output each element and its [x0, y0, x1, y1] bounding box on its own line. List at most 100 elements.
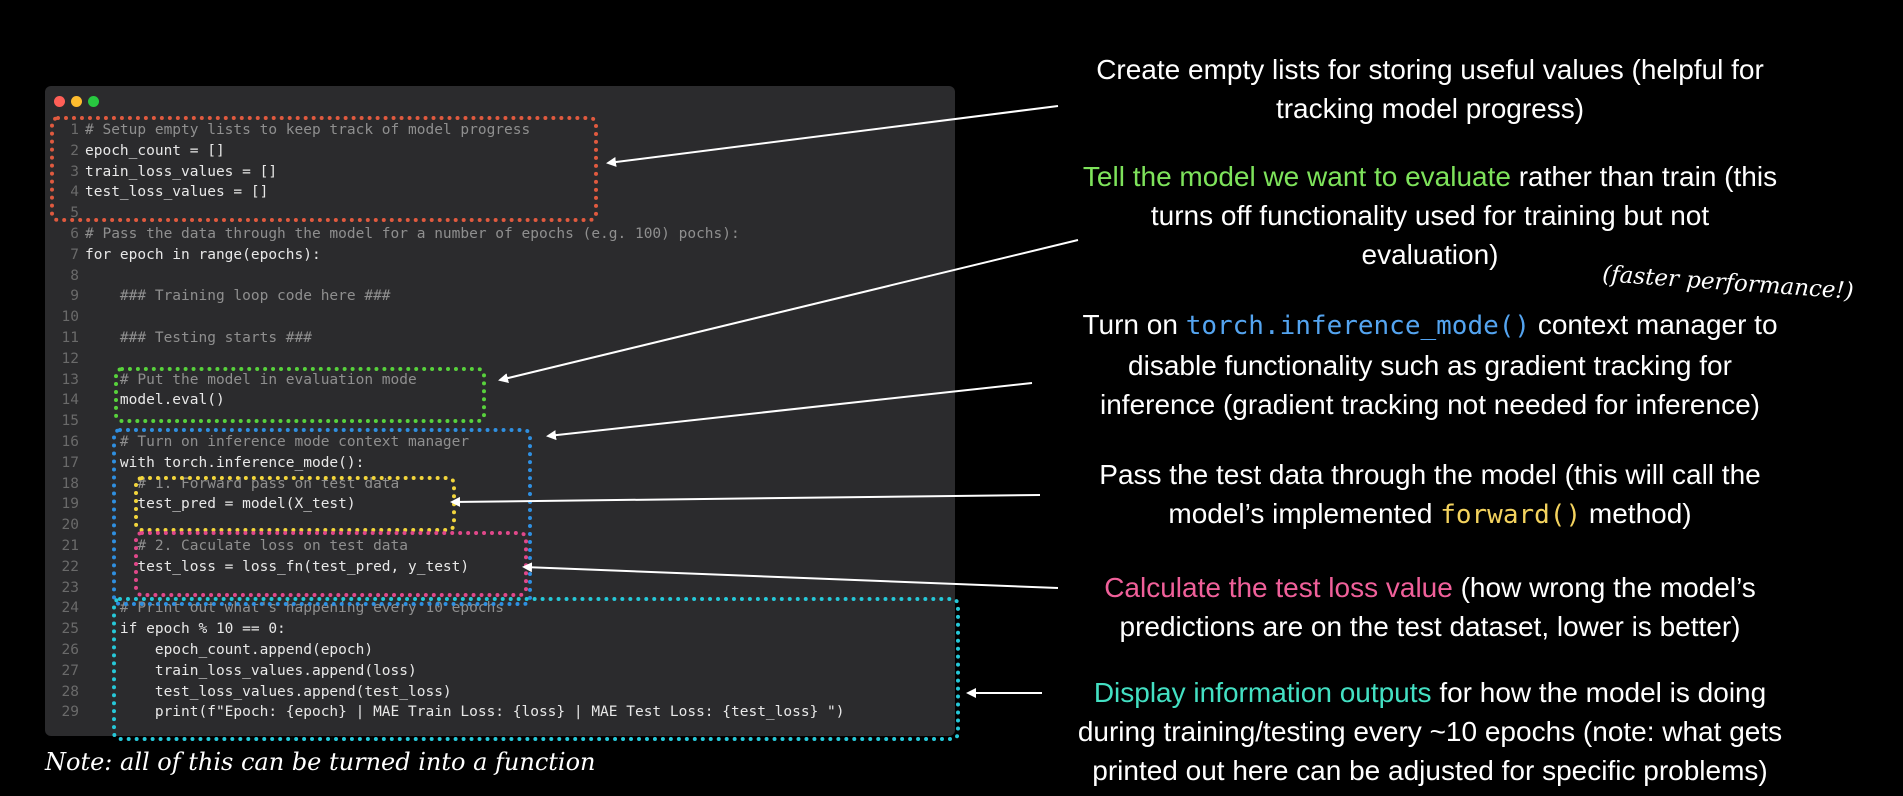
line-number: 12	[61, 350, 79, 367]
code-text: model.eval()	[85, 392, 225, 409]
code-text: # Put the model in evaluation mode	[85, 371, 417, 388]
code-line: 2 epoch_count = []	[45, 141, 225, 162]
annotation-test-loss: Calculate the test loss value (how wrong…	[1030, 568, 1830, 646]
code-text: # Pass the data through the model for a …	[85, 226, 740, 242]
code-line: 11 ### Testing starts ###	[45, 328, 312, 349]
annotation-line: model’s implemented forward() method)	[1030, 494, 1830, 535]
line-number: 1	[70, 122, 79, 138]
line-number: 9	[70, 288, 79, 305]
code-text: train_loss_values = []	[85, 163, 278, 180]
code-text: test_loss_values.append(test_loss)	[85, 683, 452, 700]
annotation-text: rather than train (this	[1510, 161, 1778, 192]
annotation-text: for how the model is doing	[1431, 677, 1767, 708]
highlight-text: Calculate the test loss value	[1104, 572, 1453, 603]
line-number: 2	[70, 142, 79, 159]
annotation-text: context manager to	[1530, 309, 1778, 340]
code-editor-window: 1 # Setup empty lists to keep track of mo…	[45, 86, 955, 736]
annotation-text: inference (gradient tracking not needed …	[1100, 389, 1760, 420]
annotation-display-outputs: Display information outputs for how the …	[1030, 673, 1830, 790]
line-number: 13	[61, 371, 79, 388]
annotation-text: turns off functionality used for trainin…	[1150, 200, 1710, 231]
code-line: 13 # Put the model in evaluation mode	[45, 370, 417, 391]
minimize-window-icon[interactable]	[71, 96, 82, 107]
annotation-empty-lists: Create empty lists for storing useful va…	[1030, 50, 1830, 128]
line-number: 25	[61, 621, 79, 638]
line-number: 5	[70, 205, 79, 222]
arrow-setup	[606, 105, 1059, 167]
code-text: epoch_count = []	[85, 142, 225, 159]
code-text: ### Training loop code here ###	[85, 288, 391, 305]
maximize-window-icon[interactable]	[88, 96, 99, 107]
line-number: 20	[61, 517, 79, 534]
code-line: 19 test_pred = model(X_test)	[45, 494, 356, 515]
code-text: test_loss_values = []	[85, 184, 269, 201]
annotation-line: Turn on torch.inference_mode() context m…	[1030, 305, 1830, 346]
annotation-line: Display information outputs for how the …	[1030, 673, 1830, 712]
annotation-text: Turn on	[1082, 309, 1186, 340]
code-line: 16 # Turn on inference mode context mana…	[45, 432, 470, 453]
function-note: Note: all of this can be turned into a f…	[45, 748, 596, 776]
line-number: 3	[70, 163, 79, 180]
window-controls	[54, 96, 99, 107]
code-line: 9 ### Training loop code here ###	[45, 286, 391, 307]
code-text: test_pred = model(X_test)	[85, 496, 356, 513]
annotation-text: method)	[1581, 498, 1692, 529]
line-number: 15	[61, 413, 79, 430]
code-text: with torch.inference_mode():	[85, 454, 365, 471]
annotation-text: during training/testing every ~10 epochs…	[1077, 716, 1783, 747]
arrow-forward	[450, 494, 1041, 507]
code-line: 22 test_loss = loss_fn(test_pred, y_test…	[45, 557, 470, 578]
line-number: 4	[70, 184, 79, 201]
annotation-eval-mode: Tell the model we want to evaluate rathe…	[1030, 157, 1830, 274]
line-number: 10	[61, 309, 79, 326]
print-output-highlight-box	[112, 597, 960, 741]
arrow-loss	[522, 562, 1059, 589]
code-line: 20	[45, 515, 85, 536]
inline-code: forward()	[1440, 500, 1582, 530]
line-number: 27	[61, 662, 79, 679]
code-line: 29 print(f"Epoch: {epoch} | MAE Train Lo…	[45, 702, 845, 723]
line-number: 22	[61, 558, 79, 575]
code-text: if epoch % 10 == 0:	[85, 621, 286, 638]
annotation-line: Tell the model we want to evaluate rathe…	[1030, 157, 1830, 196]
line-number: 29	[61, 704, 79, 721]
code-text: # Setup empty lists to keep track of mod…	[85, 122, 531, 138]
code-line: 3 train_loss_values = []	[45, 162, 277, 183]
annotation-text: model’s implemented	[1168, 498, 1441, 529]
close-window-icon[interactable]	[54, 96, 65, 107]
code-text: test_loss = loss_fn(test_pred, y_test)	[85, 558, 470, 575]
code-text: train_loss_values.append(loss)	[85, 662, 417, 679]
highlight-text: Display information outputs	[1093, 677, 1432, 708]
line-number: 11	[61, 330, 79, 346]
code-line: 14 model.eval()	[45, 390, 225, 411]
code-line: 6 # Pass the data through the model for a…	[45, 224, 740, 245]
annotation-text: Pass the test data through the model (th…	[1099, 459, 1761, 490]
code-text: # Turn on inference mode context manager	[85, 434, 470, 450]
code-line: 12	[45, 349, 85, 370]
annotation-line: Calculate the test loss value (how wrong…	[1030, 568, 1830, 607]
code-text: for epoch in range(epochs):	[85, 246, 321, 263]
arrow-inference	[546, 382, 1033, 441]
eval-mode-highlight-box	[114, 367, 486, 423]
annotation-text: printed out here can be adjusted for spe…	[1092, 755, 1768, 786]
code-text: epoch_count.append(epoch)	[85, 642, 374, 658]
line-number: 16	[61, 434, 79, 450]
code-line: 27 train_loss_values.append(loss)	[45, 661, 417, 682]
line-number: 17	[61, 454, 79, 471]
line-number: 6	[70, 226, 79, 242]
line-number: 8	[70, 267, 79, 284]
annotation-text: (how wrong the model’s	[1452, 572, 1756, 603]
line-number: 19	[61, 496, 79, 513]
line-number: 23	[61, 579, 79, 596]
arrow-eval	[498, 239, 1079, 383]
annotation-forward-pass: Pass the test data through the model (th…	[1030, 455, 1830, 535]
line-number: 26	[61, 642, 79, 658]
annotation-inference-mode: Turn on torch.inference_mode() context m…	[1030, 305, 1830, 424]
line-number: 7	[70, 246, 79, 263]
code-line: 17 with torch.inference_mode():	[45, 453, 365, 474]
line-number: 18	[61, 475, 79, 492]
setup-lists-highlight-box	[50, 116, 598, 222]
code-text: # 2. Caculate loss on test data	[85, 538, 409, 554]
code-line: 26 epoch_count.append(epoch)	[45, 640, 374, 661]
